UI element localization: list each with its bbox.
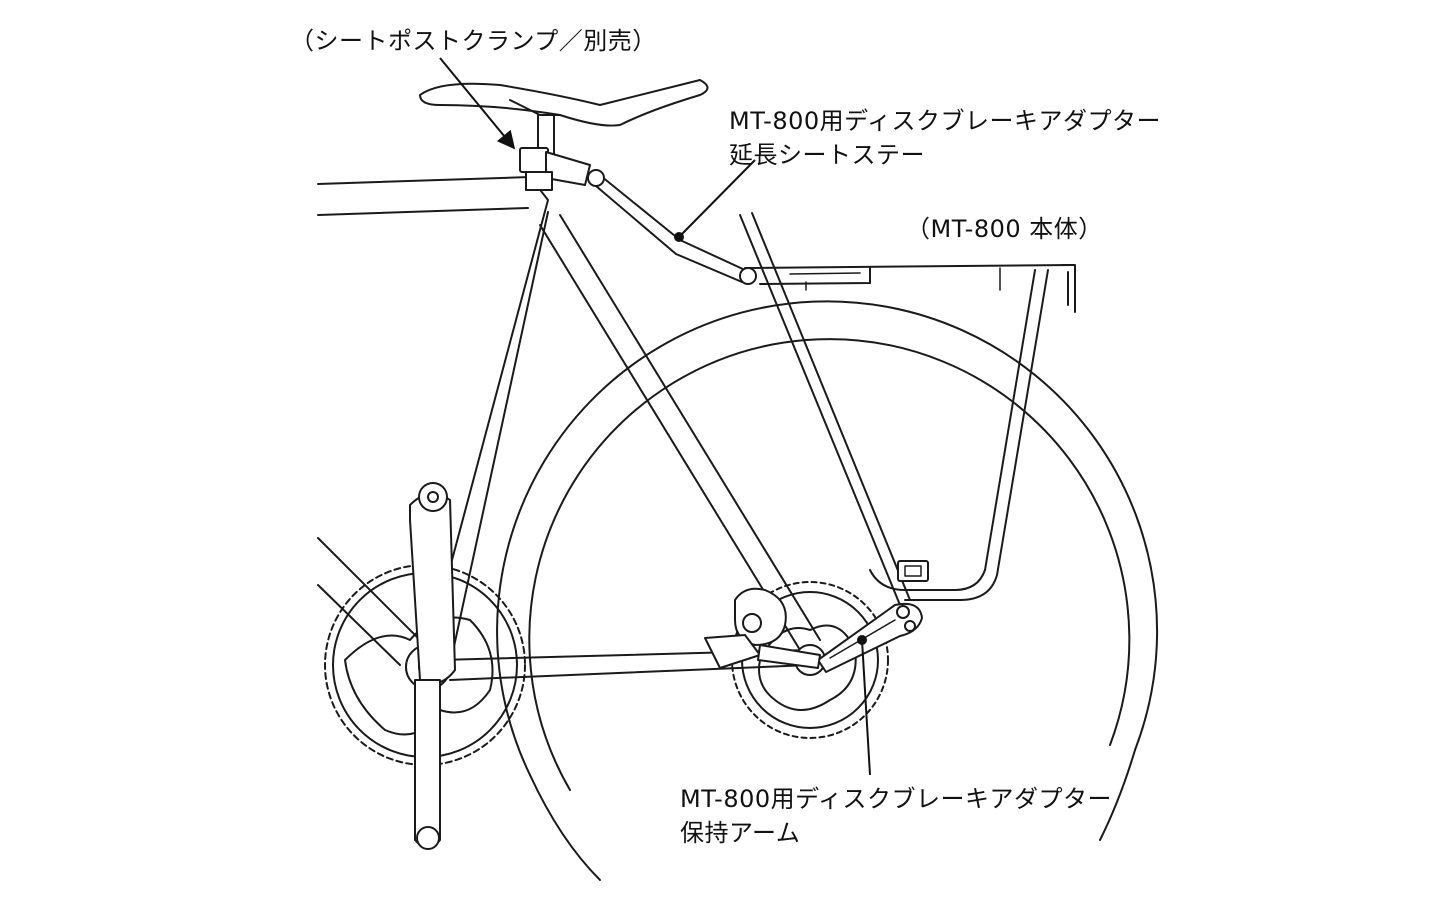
label-extension-seat-stay-line1: MT-800用ディスクブレーキアダプター	[729, 107, 1161, 135]
label-rack-body: （MT-800 本体）	[906, 212, 1103, 246]
label-holding-arm-line1: MT-800用ディスクブレーキアダプター	[680, 785, 1112, 813]
leader-seatpost-clamp	[439, 57, 516, 150]
saddle	[419, 79, 709, 191]
label-rack-body-text: （MT-800 本体）	[906, 215, 1103, 243]
label-extension-seat-stay-line2: 延長シートステー	[729, 141, 925, 169]
label-holding-arm-line2: 保持アーム	[680, 819, 801, 847]
crank-arms	[409, 482, 456, 850]
holding-arm	[757, 602, 923, 673]
label-holding-arm: MT-800用ディスクブレーキアダプター 保持アーム	[680, 782, 1112, 850]
brake-caliper	[704, 587, 787, 669]
leader-holding-arm	[861, 639, 871, 776]
extension-seat-stay	[587, 169, 757, 285]
label-extension-seat-stay: MT-800用ディスクブレーキアダプター 延長シートステー	[729, 104, 1161, 172]
label-seatpost-clamp: （シートポストクランプ／別売）	[290, 24, 657, 58]
rear-rack	[739, 212, 1076, 606]
label-seatpost-clamp-text: （シートポストクランプ／別売）	[290, 27, 657, 55]
leader-holding-arm-dot	[857, 635, 867, 645]
leader-extension-stay	[679, 159, 756, 237]
leader-extension-stay-dot	[674, 232, 684, 242]
